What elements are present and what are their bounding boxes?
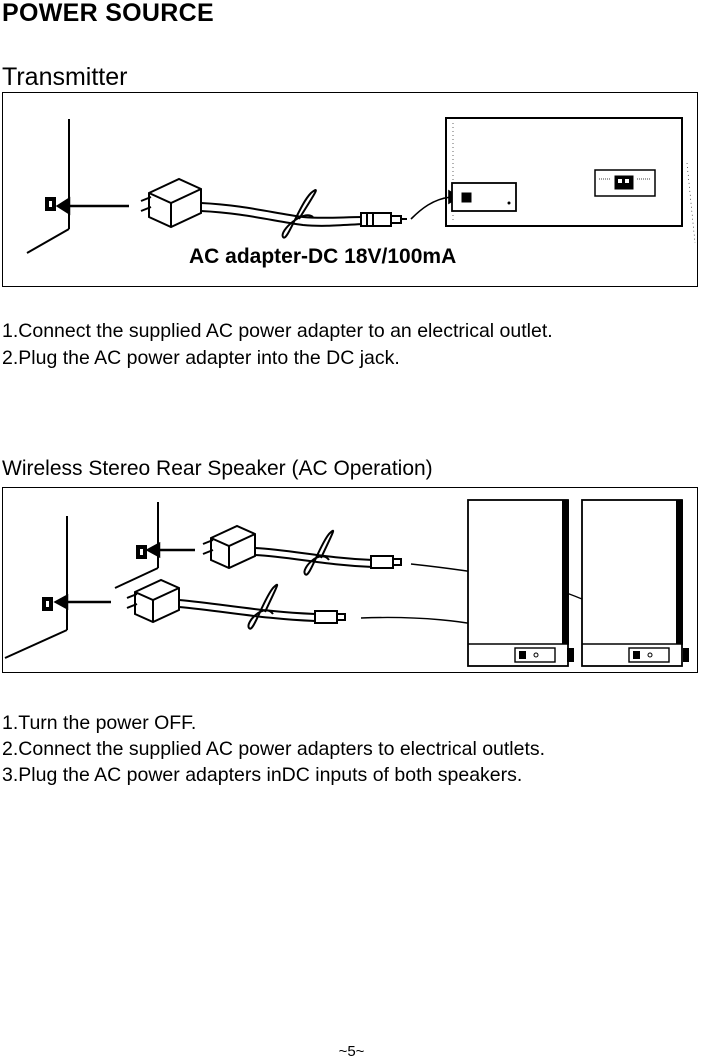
wall-outlets-drawing: [4, 502, 159, 659]
instruction-step: 2.Connect the supplied AC power adapters…: [2, 738, 546, 760]
ac-adapter-drawing: [202, 524, 256, 570]
adapter-cable-drawing: [178, 583, 346, 630]
plug-in-arrow: [55, 196, 129, 216]
instruction-step: 1.Connect the supplied AC power adapter …: [2, 320, 553, 342]
page-title: POWER SOURCE: [2, 0, 214, 27]
outlet-arrows: [53, 541, 195, 611]
transmitter-instructions: 1.Connect the supplied AC power adapter …: [2, 318, 702, 372]
rear-speaker-heading: Wireless Stereo Rear Speaker (AC Operati…: [2, 457, 433, 480]
adapter-cable-drawing: [200, 189, 364, 239]
instruction-step: 2.Plug the AC power adapter into the DC …: [2, 347, 400, 369]
adapter-spec-caption: AC adapter-DC 18V/100mA: [189, 245, 457, 268]
rear-speaker-illustration: [2, 487, 698, 673]
wall-outlet-drawing: [26, 119, 70, 254]
rear-speaker-diagram: [4, 499, 689, 667]
ac-adapter-drawing: [140, 177, 202, 229]
transmitter-unit-drawing: [445, 117, 696, 244]
adapter-cable-drawing: [254, 529, 402, 576]
rear-speaker-instructions: 1.Turn the power OFF. 2.Connect the supp…: [2, 710, 682, 788]
page-number: ~5~: [338, 1043, 365, 1060]
ac-adapter-drawing: [126, 578, 180, 624]
instruction-step: 3.Plug the AC power adapters inDC inputs…: [2, 764, 523, 786]
rear-speaker-drawings: [467, 499, 689, 667]
transmitter-heading: Transmitter: [2, 63, 128, 91]
instruction-step: 1.Turn the power OFF.: [2, 712, 197, 734]
transmitter-diagram: [26, 117, 696, 254]
dc-plug-drawing: [360, 212, 407, 227]
transmitter-illustration: AC adapter-DC 18V/100mA: [2, 92, 698, 287]
